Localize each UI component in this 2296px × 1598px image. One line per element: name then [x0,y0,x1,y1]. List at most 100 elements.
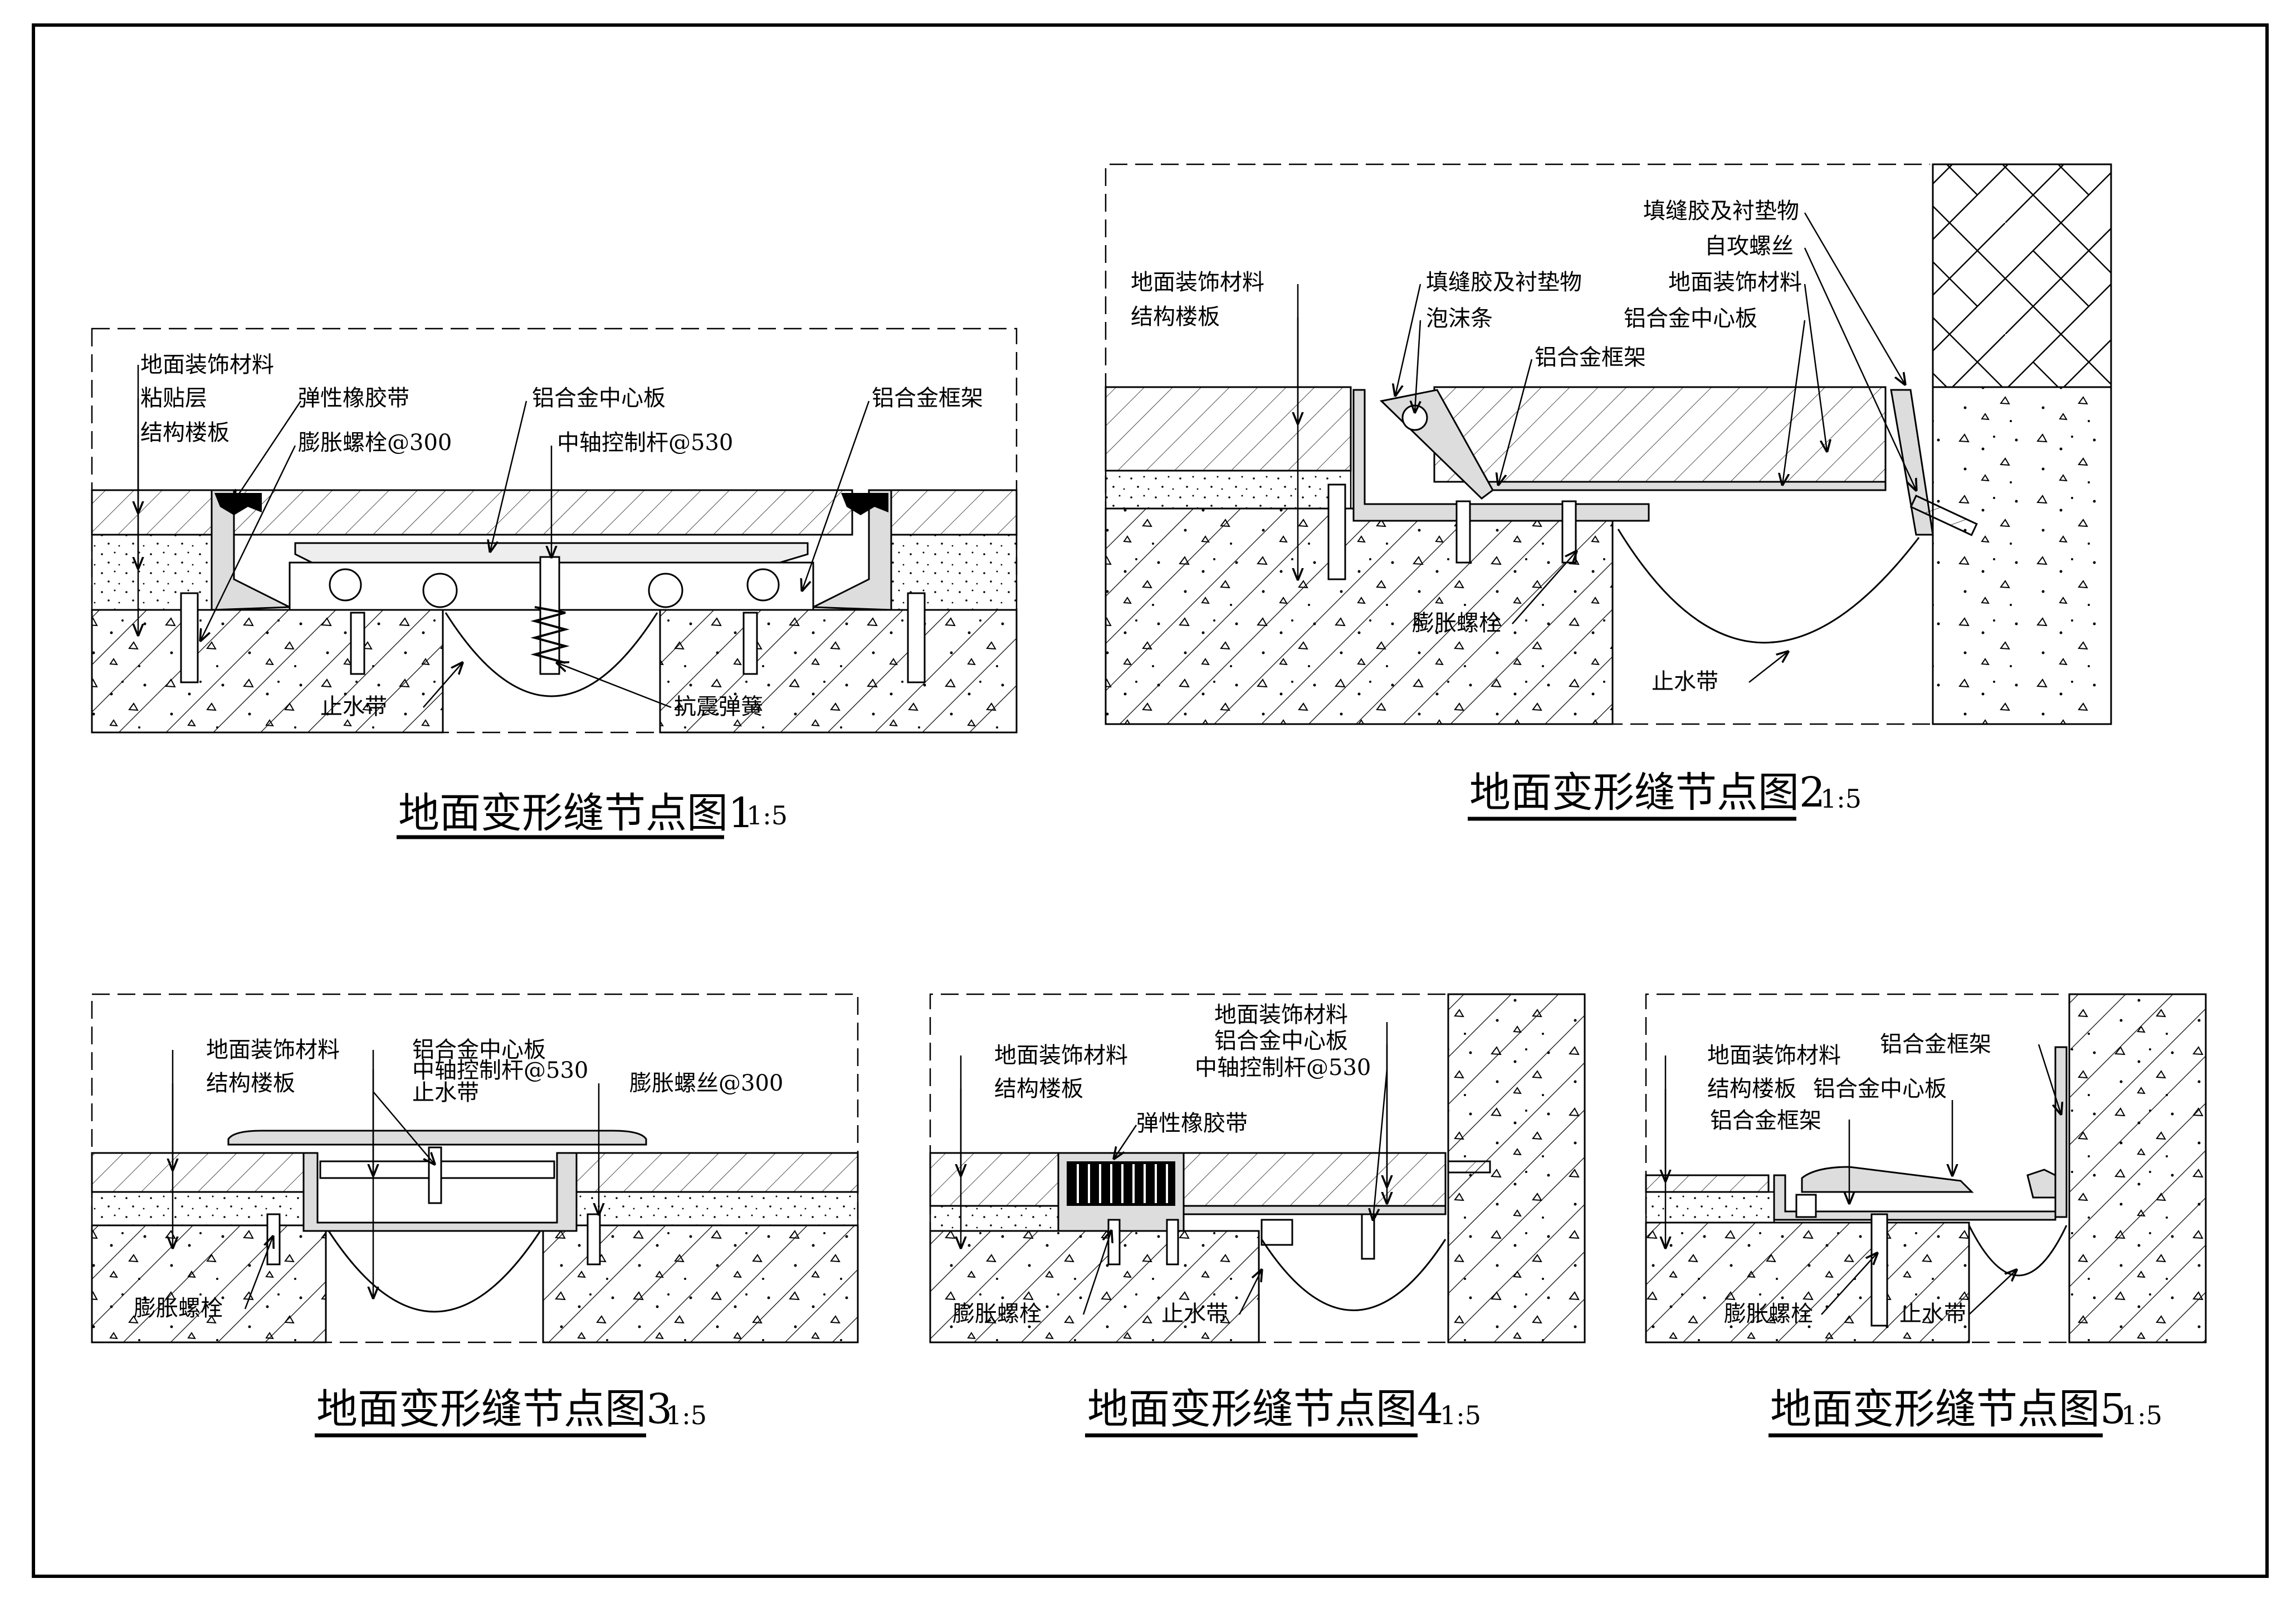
detail-1-rubber-right [841,493,888,515]
detail-4-rubber [1067,1161,1175,1206]
detail-3-label-bolt: 膨胀螺栓 [134,1296,223,1321]
detail-1-roller-1 [329,568,362,602]
detail-5-title: 地面变形缝节点图5 [1770,1385,2126,1433]
detail-2-waterstop [1617,529,1920,644]
detail-3-adhesive-right [575,1191,859,1226]
detail-2-wall-lower [1932,386,2112,725]
detail-5-scale: 1:5 [2121,1400,2162,1430]
detail-3-slab-left-fill [92,1225,326,1342]
detail-1-waterstop [444,612,658,697]
detail-5-waterstop [1968,1225,2068,1277]
detail-4: 地面装饰材料 结构楼板 弹性橡胶带 地面装饰材料 铝合金中心板 中轴控制杆@53… [929,993,1586,1438]
detail-3-finish-left [91,1152,305,1193]
detail-3-center-plate [227,1130,647,1146]
detail-3-bolt-right [587,1213,601,1265]
detail-1-finish-right [890,489,1018,536]
detail-1-finish-left [91,489,213,536]
detail-1-label-center-plate: 铝合金中心板 [532,385,666,411]
detail-4-pivot-rod [1361,1213,1375,1260]
detail-1: 地面装饰材料 粘贴层 结构楼板 弹性橡胶带 膨胀螺栓@300 铝合金中心板 中轴… [91,328,1018,839]
detail-3-title: 地面变形缝节点图3 [316,1385,672,1433]
detail-5-label-slab: 结构楼板 [1707,1076,1796,1102]
detail-1-roller-2 [422,573,458,608]
detail-3-pivot-rod [428,1146,442,1204]
detail-1-bolt-3 [742,612,758,675]
detail-5-finish-left [1645,1174,1770,1193]
detail-1-frame-left [211,489,290,611]
detail-3-label-slab: 结构楼板 [206,1071,295,1096]
detail-5-label-bolt: 膨胀螺栓 [1724,1301,1813,1327]
detail-2-frame [1352,389,1650,522]
detail-1-spring [530,606,570,664]
detail-1-leaders [138,365,870,708]
detail-5-wall-frame [2026,1169,2056,1199]
detail-2-adhesive-left [1105,470,1352,510]
detail-1-scale: 1:5 [746,800,788,830]
detail-3: 地面装饰材料 结构楼板 铝合金中心板 中轴控制杆@530 止水带 膨胀螺丝@30… [91,993,859,1438]
detail-1-bolt-1 [180,592,199,683]
detail-1-label-slab: 结构楼板 [140,420,229,446]
detail-1-channel [289,561,814,611]
detail-2-bolt-2 [1455,500,1471,564]
detail-1-slab-right-fill [660,610,1017,732]
detail-4-label-rubber: 弹性橡胶带 [1136,1111,1248,1136]
detail-2-label-sealant-right: 填缝胶及衬垫物 [1643,198,1799,224]
detail-1-label-adhesive: 粘贴层 [140,385,207,411]
detail-1-label-waterstop: 止水带 [320,694,387,720]
detail-4-title: 地面变形缝节点图4 [1087,1385,1443,1433]
detail-2-label-floor-finish-left: 地面装饰材料 [1131,270,1264,295]
detail-4-label-waterstop: 止水带 [1161,1301,1228,1327]
detail-2-wall-upper [1932,163,2112,388]
detail-5-bolt-head [1795,1194,1817,1218]
detail-4-bolt-1 [1107,1219,1121,1265]
detail-3-label-waterstop: 止水带 [412,1080,479,1106]
detail-4-slab-left-fill [930,1231,1259,1342]
detail-2-title: 地面变形缝节点图2 [1469,769,1825,817]
detail-2-label-sealant-left: 填缝胶及衬垫物 [1426,270,1582,295]
detail-4-adhesive-left [929,1205,1059,1232]
detail-5-wall-fill [2069,994,2206,1342]
detail-1-title: 地面变形缝节点图1 [398,789,754,837]
detail-3-label-screw: 膨胀螺丝@300 [629,1071,783,1096]
detail-2-label-center-plate: 铝合金中心板 [1624,306,1757,331]
detail-2-slab-left-fill [1106,509,1613,724]
detail-2-leaders [1298,212,1916,683]
detail-2: 地面装饰材料 结构楼板 填缝胶及衬垫物 泡沫条 铝合金框架 填缝胶及衬垫物 自攻… [1105,163,2112,821]
detail-5-center-plate [1801,1166,1974,1193]
detail-5-leaders [1665,1044,2061,1315]
detail-2-label-frame: 铝合金框架 [1535,345,1646,370]
detail-1-frame-right [813,489,892,611]
detail-5-label-frame: 铝合金框架 [1710,1108,1821,1133]
detail-1-label-spring: 抗震弹簧 [674,694,763,720]
detail-3-scale: 1:5 [666,1400,707,1430]
detail-1-label-bolt: 膨胀螺栓@300 [298,430,452,456]
detail-4-label-slab: 结构楼板 [994,1076,1083,1102]
detail-1-label-pivot-rod: 中轴控制杆@530 [557,430,733,456]
detail-5: 地面装饰材料 结构楼板 铝合金框架 铝合金中心板 铝合金框架 膨胀螺栓 止水带 … [1645,993,2207,1438]
detail-4-scale: 1:5 [1440,1400,1481,1430]
detail-3-frame [302,1152,578,1232]
detail-4-rubber-grooves [1077,1164,1168,1203]
detail-4-label-bolt: 膨胀螺栓 [952,1301,1042,1327]
detail-3-label-pivot-rod: 中轴控制杆@530 [412,1058,588,1083]
detail-1-bolt-4 [907,592,926,683]
detail-5-label-frame-top: 铝合金框架 [1880,1032,1991,1057]
detail-2-bolt-1 [1327,483,1346,580]
detail-2-label-screw: 自攻螺丝 [1704,233,1794,259]
detail-4-label-pivot-rod: 中轴控制杆@530 [1195,1055,1371,1081]
detail-4-finish-right [1183,1152,1447,1207]
detail-4-bolt-2 [1166,1219,1179,1265]
detail-2-label-slab: 结构楼板 [1131,304,1220,330]
detail-5-slab-left-fill [1646,1223,1969,1342]
detail-2-label-foam: 泡沫条 [1426,306,1493,331]
detail-5-label-center-plate: 铝合金中心板 [1813,1076,1947,1102]
detail-4-wall-screw [1447,1160,1491,1174]
detail-2-finish-left [1105,386,1352,472]
detail-2-screw [1909,495,1978,536]
detail-4-center-plate [1183,1205,1447,1215]
detail-3-leaders [173,1050,599,1309]
detail-1-roller-4 [746,568,780,602]
detail-1-label-floor-finish: 地面装饰材料 [140,352,274,378]
detail-2-label-floor-finish-right: 地面装饰材料 [1668,270,1802,295]
